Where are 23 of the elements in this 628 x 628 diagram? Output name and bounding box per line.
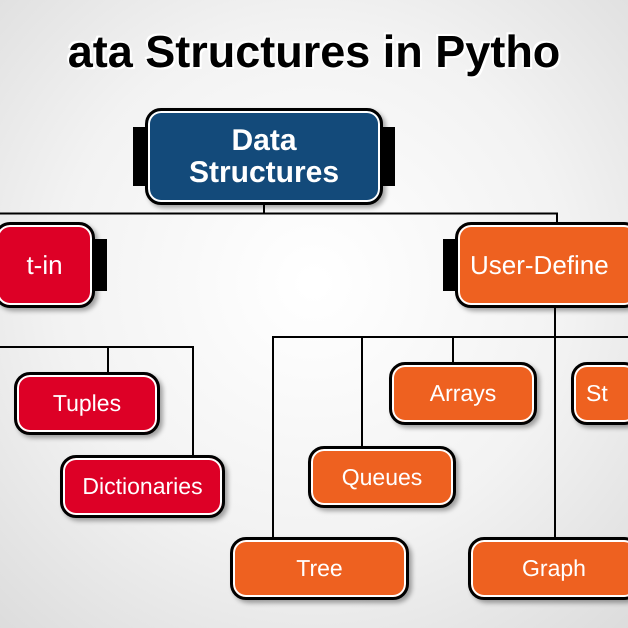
title: ata Structures in Pytho (66, 25, 562, 79)
box-label: Tree (296, 554, 343, 584)
category-box (230, 537, 409, 600)
category-box (145, 108, 383, 205)
box-label: Queues (342, 462, 422, 492)
connector-line (554, 308, 556, 537)
box-label: Dictionaries (82, 472, 203, 502)
category-box (60, 455, 225, 518)
box-label: Graph (522, 554, 586, 584)
box-label: User-Define (470, 248, 609, 282)
category-box (389, 362, 537, 425)
box-label: t-in (26, 248, 63, 282)
category-box (571, 362, 628, 425)
category-box (14, 372, 160, 435)
box-label: Tuples (52, 389, 122, 418)
box-label: St (586, 379, 608, 408)
category-box (308, 446, 456, 508)
box-label: Arrays (430, 379, 496, 408)
category-box (0, 222, 95, 308)
box-label: Data Structures (188, 124, 340, 188)
connector-line (263, 205, 558, 222)
category-box (468, 537, 628, 600)
category-box (455, 222, 628, 308)
